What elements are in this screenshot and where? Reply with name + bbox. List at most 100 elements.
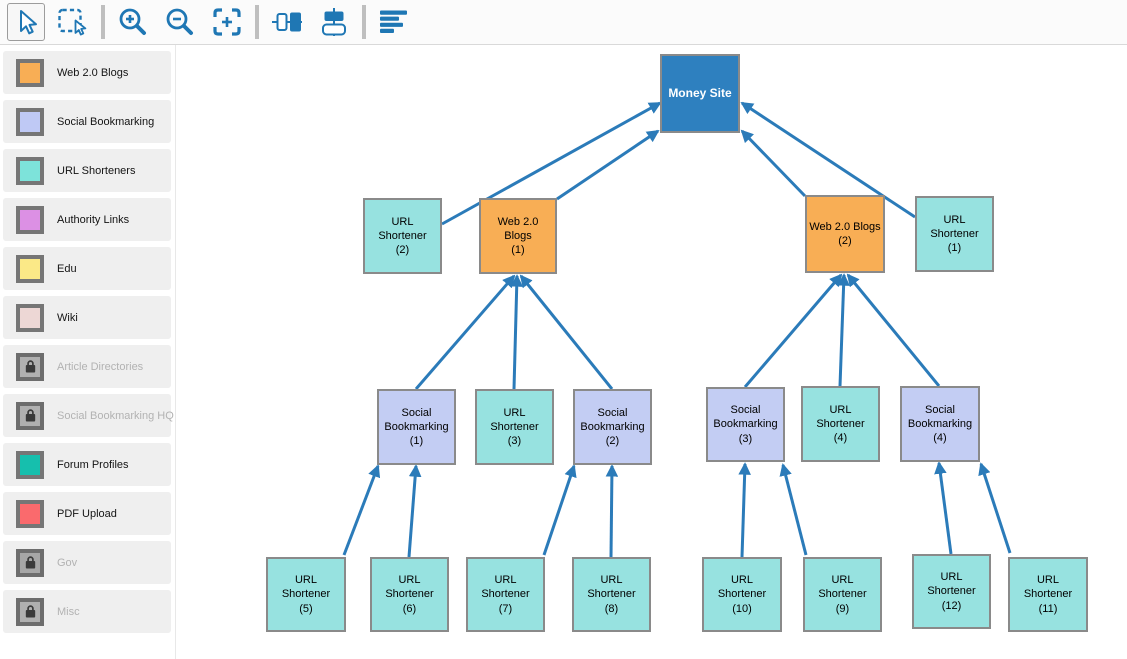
node-sublabel: Bookmarking (3) bbox=[713, 418, 778, 445]
node-url-shortener-9[interactable]: URL Shortener (9) bbox=[803, 557, 882, 632]
toolbar-separator bbox=[362, 5, 366, 39]
node-label: Social bbox=[597, 406, 628, 419]
edge-url-shortener-1-to-money-site bbox=[740, 101, 916, 219]
palette-item-misc[interactable]: Misc bbox=[3, 590, 171, 633]
palette-item-edu[interactable]: Edu bbox=[3, 247, 171, 290]
diagram-canvas[interactable]: Money Site URL Shortener (2) Web 2.0 Blo… bbox=[176, 45, 1127, 659]
node-url-shortener-1[interactable]: URL Shortener (1) bbox=[915, 196, 994, 272]
lock-icon bbox=[25, 360, 35, 373]
edge-url-shortener-7-to-social-bookmarking-2 bbox=[542, 464, 577, 556]
node-url-shortener-4[interactable]: URL Shortener (4) bbox=[801, 386, 880, 462]
zoom-fit-button[interactable] bbox=[208, 3, 246, 41]
node-label: Web 2.0 Blogs bbox=[809, 220, 881, 233]
node-url-shortener-10[interactable]: URL Shortener (10) bbox=[702, 557, 782, 632]
node-social-bookmarking-1[interactable]: Social Bookmarking (1) bbox=[377, 389, 456, 465]
node-label: Web 2.0 Blogs bbox=[497, 215, 539, 242]
node-label: URL Shortener bbox=[816, 403, 865, 430]
zoom-in-button[interactable] bbox=[114, 3, 152, 41]
palette-item-label: Edu bbox=[57, 262, 77, 275]
node-sublabel: (6) bbox=[402, 602, 417, 615]
layout-vertical-icon bbox=[322, 8, 346, 36]
node-sublabel: (5) bbox=[299, 602, 313, 615]
palette-item-wiki[interactable]: Wiki bbox=[3, 296, 171, 339]
palette-item-social-bookmarking[interactable]: Social Bookmarking bbox=[3, 100, 171, 143]
edge-social-bookmarking-1-to-web-20-blogs-1 bbox=[414, 274, 516, 390]
node-label: URL Shortener bbox=[717, 574, 767, 601]
node-sublabel: Bookmarking (4) bbox=[907, 417, 973, 445]
toolbar bbox=[0, 0, 1127, 45]
layout-vertical-button[interactable] bbox=[315, 3, 353, 41]
palette-item-authority-links[interactable]: Authority Links bbox=[3, 198, 171, 241]
palette-color-swatch bbox=[16, 597, 44, 626]
palette-item-label: Social Bookmarking HQ bbox=[57, 409, 174, 422]
lock-icon bbox=[25, 556, 35, 569]
palette-color-swatch bbox=[16, 401, 44, 430]
node-social-bookmarking-2[interactable]: Social Bookmarking (2) bbox=[573, 389, 652, 465]
node-label: URL Shortener bbox=[930, 213, 979, 240]
node-label: Social bbox=[925, 403, 955, 416]
node-sublabel: (2) bbox=[838, 235, 852, 247]
palette-item-label: Article Directories bbox=[57, 360, 144, 373]
node-label: URL Shortener bbox=[385, 574, 434, 601]
select-tool-button[interactable] bbox=[7, 3, 45, 41]
palette-color-swatch bbox=[16, 450, 44, 479]
node-sublabel: (3) bbox=[507, 435, 522, 448]
edge-url-shortener-4-to-web-20-blogs-2 bbox=[837, 273, 850, 387]
palette-item-forum-profiles[interactable]: Forum Profiles bbox=[3, 443, 171, 486]
palette-item-label: Social Bookmarking bbox=[57, 115, 155, 128]
palette-color-swatch bbox=[16, 352, 44, 381]
edge-social-bookmarking-3-to-web-20-blogs-2 bbox=[743, 273, 843, 388]
palette-item-label: PDF Upload bbox=[57, 507, 117, 520]
palette-item-gov[interactable]: Gov bbox=[3, 541, 171, 584]
node-web-20-blogs-1[interactable]: Web 2.0 Blogs (1) bbox=[479, 198, 557, 274]
node-social-bookmarking-3[interactable]: Social Bookmarking (3) bbox=[706, 387, 785, 462]
node-url-shortener-7[interactable]: URL Shortener (7) bbox=[466, 557, 545, 632]
palette-color-swatch bbox=[16, 499, 44, 528]
node-label: URL Shortener bbox=[378, 215, 427, 242]
zoom-out-button[interactable] bbox=[161, 3, 199, 41]
palette-item-url-shorteners[interactable]: URL Shorteners bbox=[3, 149, 171, 192]
node-url-shortener-2[interactable]: URL Shortener (2) bbox=[363, 198, 442, 274]
node-sublabel: (1) bbox=[947, 242, 962, 255]
palette-item-label: Forum Profiles bbox=[57, 458, 129, 471]
node-label: URL Shortener bbox=[927, 571, 976, 598]
edge-url-shortener-2-to-money-site bbox=[441, 101, 662, 226]
node-label: URL Shortener bbox=[1023, 574, 1073, 601]
node-sublabel: (9) bbox=[835, 602, 850, 615]
palette-color-swatch bbox=[16, 58, 44, 87]
palette-item-list: Web 2.0 Blogs Social Bookmarking URL Sho… bbox=[0, 51, 175, 633]
palette-color-swatch bbox=[16, 156, 44, 185]
diagram-edges bbox=[342, 101, 1012, 558]
edge-url-shortener-6-to-social-bookmarking-1 bbox=[407, 464, 422, 558]
marquee-select-tool-button[interactable] bbox=[54, 3, 92, 41]
node-url-shortener-5[interactable]: URL Shortener (5) bbox=[266, 557, 346, 632]
palette-sidebar: Web 2.0 Blogs Social Bookmarking URL Sho… bbox=[0, 45, 176, 659]
palette-item-label: Misc bbox=[57, 605, 80, 618]
node-sublabel: (10) bbox=[732, 602, 752, 615]
node-social-bookmarking-4[interactable]: Social Bookmarking (4) bbox=[900, 386, 980, 462]
palette-item-article-directories[interactable]: Article Directories bbox=[3, 345, 171, 388]
node-sublabel: Bookmarking (2) bbox=[580, 420, 645, 448]
palette-item-pdf-upload[interactable]: PDF Upload bbox=[3, 492, 171, 535]
node-label: URL Shortener bbox=[281, 574, 331, 601]
toolbar-separator bbox=[255, 5, 259, 39]
node-label: URL Shortener bbox=[490, 406, 539, 433]
node-url-shortener-12[interactable]: URL Shortener (12) bbox=[912, 554, 991, 629]
node-url-shortener-3[interactable]: URL Shortener (3) bbox=[475, 389, 554, 465]
auto-arrange-button[interactable] bbox=[375, 3, 413, 41]
node-web-20-blogs-2[interactable]: Web 2.0 Blogs (2) bbox=[805, 195, 885, 273]
node-money-site[interactable]: Money Site bbox=[660, 54, 740, 133]
palette-item-social-bookmarking-hq[interactable]: Social Bookmarking HQ bbox=[3, 394, 174, 437]
zoom-in-icon bbox=[119, 8, 146, 35]
layout-horizontal-button[interactable] bbox=[268, 3, 306, 41]
palette-item-web-2-0-blogs[interactable]: Web 2.0 Blogs bbox=[3, 51, 171, 94]
node-sublabel: (2) bbox=[395, 244, 410, 257]
node-url-shortener-6[interactable]: URL Shortener (6) bbox=[370, 557, 449, 632]
node-url-shortener-8[interactable]: URL Shortener (8) bbox=[572, 557, 651, 632]
cursor-icon bbox=[20, 10, 37, 35]
align-lines-icon bbox=[380, 10, 407, 33]
marquee-select-icon bbox=[58, 8, 87, 36]
node-url-shortener-11[interactable]: URL Shortener (11) bbox=[1008, 557, 1088, 632]
palette-color-swatch bbox=[16, 303, 44, 332]
palette-color-swatch bbox=[16, 107, 44, 136]
